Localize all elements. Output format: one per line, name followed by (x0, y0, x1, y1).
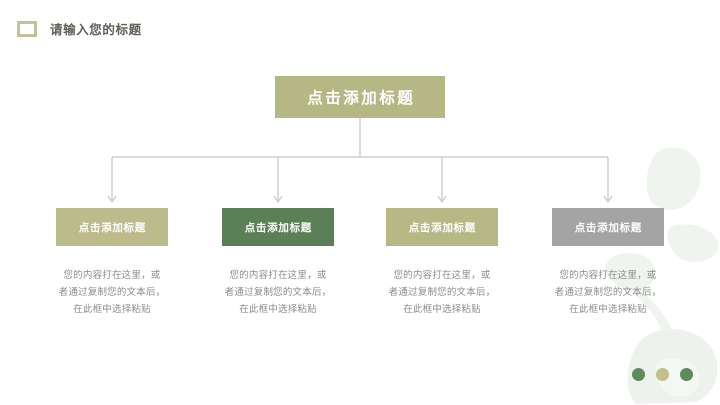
top-title-label: 点击添加标题 (307, 89, 416, 107)
column-4-box-label: 点击添加标题 (574, 221, 642, 234)
column-2-body: 您的内容打在这里，或 者通过复制您的文本后， 在此框中选择粘贴 (199, 267, 357, 318)
column-2-box[interactable]: 点击添加标题 (222, 208, 334, 246)
column-4-box[interactable]: 点击添加标题 (552, 208, 664, 246)
column-3-box-label: 点击添加标题 (408, 221, 476, 234)
dot-3 (680, 368, 693, 381)
column-2-body-line: 您的内容打在这里，或 (229, 270, 327, 281)
column-3-body-line: 者通过复制您的文本后， (388, 287, 496, 298)
column-2: 点击添加标题 您的内容打在这里，或 者通过复制您的文本后， 在此框中选择粘贴 (199, 208, 357, 318)
column-3-body-line: 您的内容打在这里，或 (393, 270, 491, 281)
column-3: 点击添加标题 您的内容打在这里，或 者通过复制您的文本后， 在此框中选择粘贴 (363, 208, 521, 318)
dot-2 (656, 368, 669, 381)
slide-header: 请输入您的标题 (17, 19, 142, 38)
page-title: 请输入您的标题 (50, 22, 142, 37)
column-3-box[interactable]: 点击添加标题 (386, 208, 498, 246)
column-2-box-label: 点击添加标题 (244, 221, 312, 234)
column-1-box-label: 点击添加标题 (78, 221, 146, 234)
square-outline-icon (17, 20, 37, 37)
column-1-body: 您的内容打在这里，或 者通过复制您的文本后， 在此框中选择粘贴 (33, 267, 191, 318)
column-1-body-line: 在此框中选择粘贴 (73, 304, 151, 315)
column-1: 点击添加标题 您的内容打在这里，或 者通过复制您的文本后， 在此框中选择粘贴 (33, 208, 191, 318)
column-4-body-line: 在此框中选择粘贴 (569, 304, 647, 315)
dot-1 (632, 368, 645, 381)
top-title-box[interactable]: 点击添加标题 (275, 76, 445, 118)
column-4-body-line: 者通过复制您的文本后， (554, 287, 662, 298)
column-2-body-line: 者通过复制您的文本后， (224, 287, 332, 298)
column-4-body: 您的内容打在这里，或 者通过复制您的文本后， 在此框中选择粘贴 (529, 267, 687, 318)
decorative-dots (632, 368, 693, 381)
column-1-body-line: 您的内容打在这里，或 (63, 270, 161, 281)
column-4-body-line: 您的内容打在这里，或 (559, 270, 657, 281)
column-4: 点击添加标题 您的内容打在这里，或 者通过复制您的文本后， 在此框中选择粘贴 (529, 208, 687, 318)
column-3-body-line: 在此框中选择粘贴 (403, 304, 481, 315)
column-1-box[interactable]: 点击添加标题 (56, 208, 168, 246)
column-2-body-line: 在此框中选择粘贴 (239, 304, 317, 315)
column-3-body: 您的内容打在这里，或 者通过复制您的文本后， 在此框中选择粘贴 (363, 267, 521, 318)
column-1-body-line: 者通过复制您的文本后， (58, 287, 166, 298)
